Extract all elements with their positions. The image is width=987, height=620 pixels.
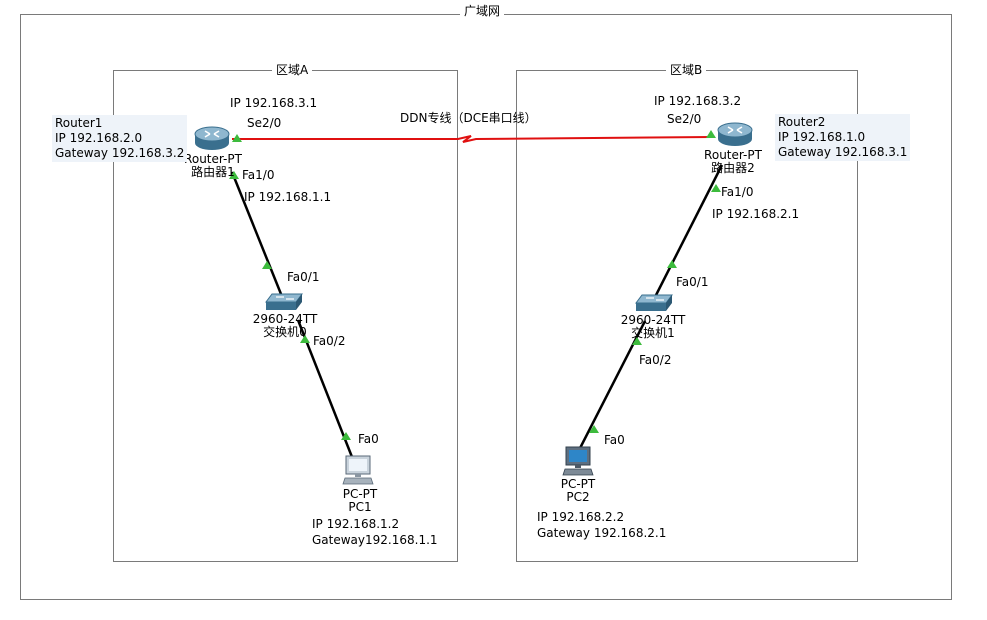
pc1-label: PC-PT PC1 — [330, 488, 390, 514]
port-marker-sw0-down — [300, 335, 310, 343]
ddn-serial-link[interactable] — [232, 135, 713, 143]
router1-serial-ip: IP 192.168.3.1 — [230, 96, 318, 110]
pc-icon — [342, 455, 374, 485]
pc1-gateway: Gateway192.168.1.1 — [312, 533, 438, 547]
switch1-device[interactable] — [634, 293, 674, 313]
router2-note: Router2 IP 192.168.1.0 Gateway 192.168.3… — [775, 114, 911, 161]
router1-fa-port: Fa1/0 — [242, 168, 275, 182]
pc2-label: PC-PT PC2 — [548, 478, 608, 504]
switch0-name: 交换机0 — [263, 325, 307, 339]
port-marker-sw0-up — [262, 261, 272, 269]
pc2-device[interactable] — [562, 445, 594, 477]
pc2-ip: IP 192.168.2.2 — [537, 510, 625, 524]
port-marker-r2-se — [706, 130, 716, 138]
pc2-name: PC2 — [566, 490, 590, 504]
link-router1-switch0[interactable] — [230, 171, 287, 305]
router1-model: Router-PT — [184, 152, 242, 166]
router-icon — [717, 122, 753, 146]
router2-device[interactable] — [716, 121, 754, 149]
router1-device[interactable] — [193, 125, 231, 153]
router2-serial-ip: IP 192.168.3.2 — [654, 94, 742, 108]
router1-serial-port: Se2/0 — [247, 116, 282, 130]
zone-b-title: 区域B — [666, 63, 707, 77]
port-marker-pc1 — [341, 432, 351, 440]
switch-icon — [265, 293, 303, 310]
switch1-up-port: Fa0/1 — [676, 275, 709, 289]
port-marker-pc2 — [589, 425, 599, 433]
link-router2-switch1[interactable] — [650, 164, 724, 304]
switch0-up-port: Fa0/1 — [287, 270, 320, 284]
router2-note-name: Router2 — [778, 115, 826, 129]
switch1-down-port: Fa0/2 — [639, 353, 672, 367]
pc1-name: PC1 — [348, 500, 372, 514]
router1-note-gateway: Gateway 192.168.3.2 — [55, 146, 185, 160]
switch1-label: 2960-24TT 交换机1 — [616, 314, 690, 340]
pc2-port: Fa0 — [604, 433, 625, 447]
router2-note-gateway: Gateway 192.168.3.1 — [778, 145, 908, 159]
switch1-model: 2960-24TT — [620, 313, 686, 327]
pc1-ip: IP 192.168.1.2 — [312, 517, 400, 531]
router2-serial-port: Se2/0 — [667, 112, 702, 126]
pc1-port: Fa0 — [358, 432, 379, 446]
pc2-gateway: Gateway 192.168.2.1 — [537, 526, 667, 540]
router2-model: Router-PT — [704, 148, 762, 162]
port-marker-sw1-down — [632, 337, 642, 345]
router2-fa-ip: IP 192.168.2.1 — [712, 207, 800, 221]
port-marker-r2-fa — [711, 184, 721, 192]
router1-fa-ip: IP 192.168.1.1 — [244, 190, 332, 204]
pc1-device[interactable] — [342, 454, 374, 486]
router1-name: 路由器1 — [191, 165, 235, 179]
switch0-label: 2960-24TT 交换机0 — [248, 313, 322, 339]
switch0-model: 2960-24TT — [252, 312, 318, 326]
pc-icon — [562, 446, 594, 476]
router2-name: 路由器2 — [711, 161, 755, 175]
switch0-device[interactable] — [264, 292, 304, 312]
pc1-model: PC-PT — [342, 487, 378, 501]
port-marker-r1-fa — [229, 171, 239, 179]
router2-note-ip: IP 192.168.1.0 — [778, 130, 866, 144]
router-icon — [194, 126, 230, 150]
router2-label: Router-PT 路由器2 — [700, 149, 766, 175]
wan-title: 广域网 — [460, 4, 505, 18]
switch-icon — [635, 294, 673, 311]
switch1-name: 交换机1 — [631, 326, 675, 340]
router2-fa-port: Fa1/0 — [721, 185, 754, 199]
zone-a-title: 区域A — [272, 63, 313, 77]
ddn-link-label: DDN专线（DCE串口线） — [400, 111, 537, 125]
switch0-down-port: Fa0/2 — [313, 334, 346, 348]
router1-note-ip: IP 192.168.2.0 — [55, 131, 143, 145]
router1-note: Router1 IP 192.168.2.0 Gateway 192.168.3… — [52, 115, 188, 162]
port-marker-sw1-up — [667, 260, 677, 268]
port-marker-r1-se — [232, 134, 242, 142]
pc2-model: PC-PT — [560, 477, 596, 491]
router1-label: Router-PT 路由器1 — [180, 153, 246, 179]
router1-note-name: Router1 — [55, 116, 103, 130]
